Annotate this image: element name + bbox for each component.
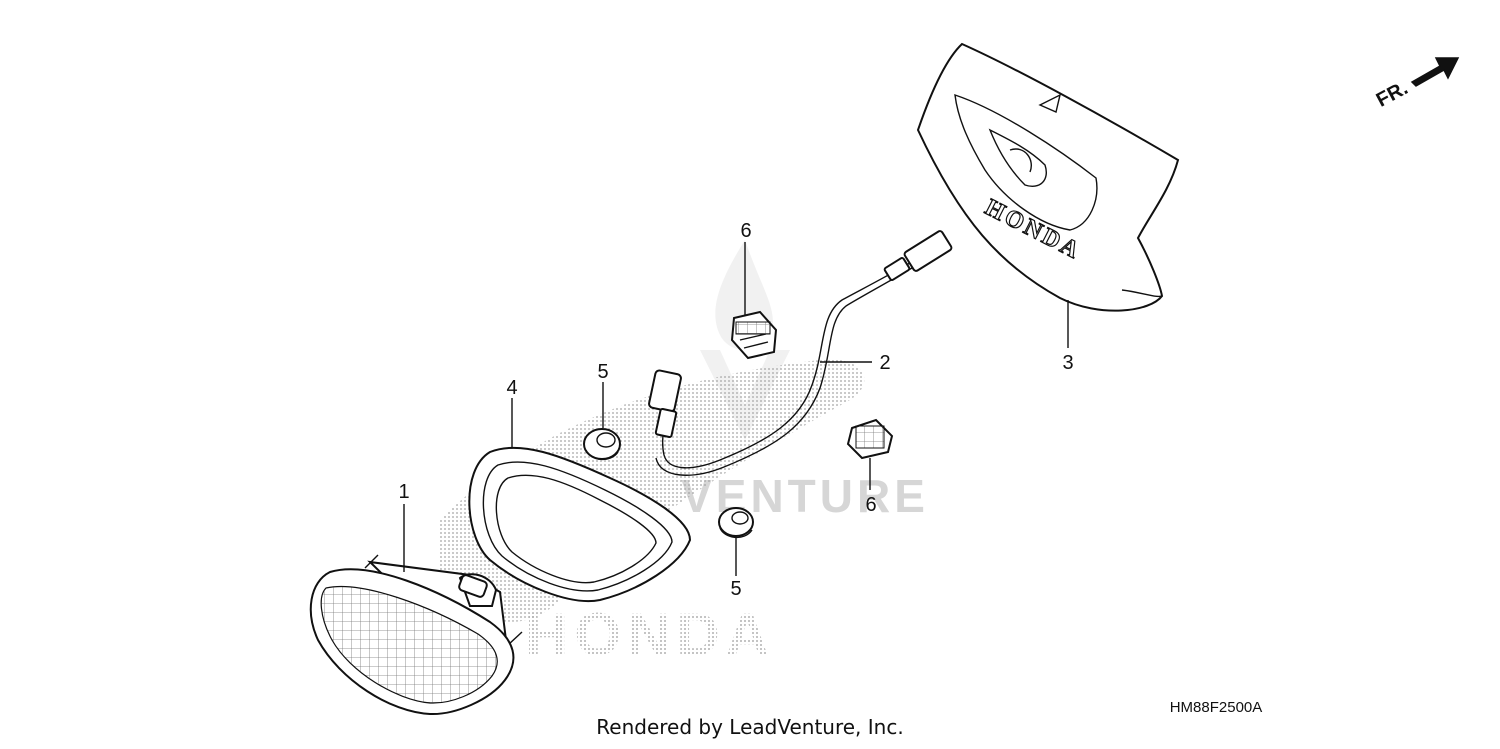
leader-lines [403, 242, 1069, 576]
callouts: 1 2 3 4 5 5 6 6 [398, 220, 1073, 600]
harness-connector-upper [883, 230, 953, 282]
tail-light [309, 554, 523, 716]
footer-credit: Rendered by LeadVenture, Inc. [596, 715, 904, 739]
diagram-code: HM88F2500A [1170, 699, 1263, 716]
callout-4: 4 [506, 377, 517, 399]
callout-2: 2 [879, 352, 890, 374]
grommet-upper [583, 428, 621, 460]
callout-1: 1 [398, 481, 409, 503]
rear-cover: HONDA [916, 42, 1180, 312]
grommet-lower [718, 507, 754, 538]
wire-harness [648, 230, 953, 476]
callout-3: 3 [1062, 352, 1073, 374]
direction-label: FR. [1373, 77, 1412, 112]
honda-lettering: HONDA [525, 601, 775, 668]
lens-gasket [468, 446, 692, 602]
clip-lower [846, 418, 894, 460]
front-direction-arrow-icon: FR. [1373, 57, 1460, 112]
callout-6-upper: 6 [740, 220, 751, 242]
callout-5-upper: 5 [597, 361, 608, 383]
callout-5-lower: 5 [730, 578, 741, 600]
callout-6-lower: 6 [865, 494, 876, 516]
watermark-text: VENTURE [681, 470, 929, 522]
clip-upper [730, 310, 778, 360]
harness-connector-lower [648, 369, 682, 439]
